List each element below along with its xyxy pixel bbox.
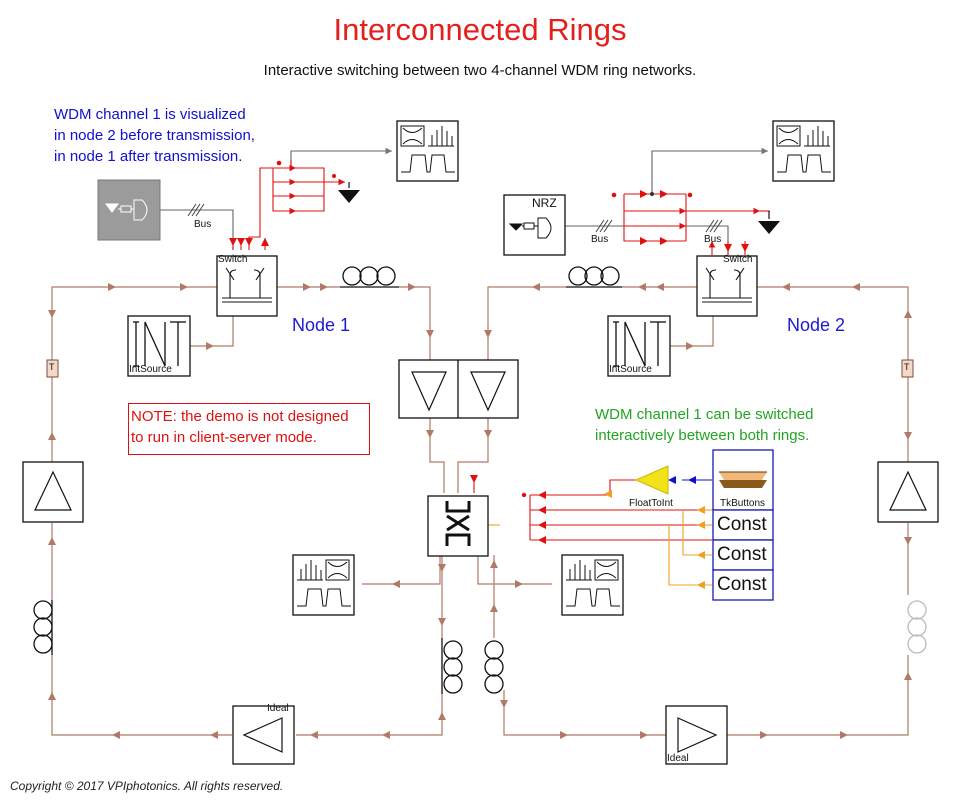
node1-label: Node 1 (292, 315, 351, 335)
copyright-footer: Copyright © 2017 VPIphotonics. All right… (10, 779, 284, 793)
ideal-label-right: Ideal (667, 753, 689, 764)
t-box-right (901, 359, 914, 378)
ground-symbols (338, 182, 780, 234)
note-red-line: to run in client-server mode. (131, 429, 317, 446)
const-label-1[interactable]: Const (717, 514, 767, 535)
const-block-1 (712, 509, 774, 541)
nrz-label: NRZ (532, 196, 557, 210)
spectrum-analyzer-top-left (396, 120, 459, 182)
note-blue-line: in node 1 after transmission. (54, 148, 243, 165)
switch-block-node1 (216, 255, 278, 317)
note-blue-line: in node 2 before transmission, (54, 127, 255, 144)
floattoint-label: FloatToInt (629, 498, 673, 509)
const-label-2[interactable]: Const (717, 544, 767, 565)
fiber-spool-faded (907, 600, 927, 654)
note-red-line: NOTE: the demo is not designed (131, 408, 349, 425)
t-label-left: T (49, 362, 55, 372)
bus-slashes (187, 203, 723, 233)
spectrum-analyzer-bottom-left (292, 554, 355, 616)
transmitter-block-grey (97, 179, 161, 241)
float-to-int-block (634, 465, 669, 495)
oxc-control-arrows (470, 475, 705, 589)
intsource-label-node2: IntSource (609, 364, 652, 375)
note-blue: WDM channel 1 is visualized in node 2 be… (54, 104, 255, 167)
switch-label-node2: Switch (723, 254, 753, 265)
bus-label-node2a: Bus (591, 234, 609, 245)
page-subtitle: Interactive switching between two 4-chan… (263, 62, 697, 79)
const-label-3[interactable]: Const (717, 574, 767, 595)
node2-red-arrows (611, 190, 749, 252)
note-blue-line: WDM channel 1 is visualized (54, 106, 246, 123)
oxc-block (427, 495, 489, 557)
spectrum-analyzer-top-right (772, 120, 835, 182)
node1-red-arrows (229, 160, 336, 246)
tkbuttons-label: TkButtons (720, 498, 766, 509)
ideal-label-left: Ideal (267, 703, 289, 714)
fiber-spools (33, 266, 622, 694)
note-green-line: interactively between both rings. (595, 427, 810, 444)
bus-label-node2b: Bus (704, 234, 722, 245)
t-box-left (46, 359, 59, 378)
const-block-3 (712, 569, 774, 601)
spectrum-analyzer-bottom-right (561, 554, 624, 616)
switch-block-node2 (696, 255, 758, 317)
bus-label-node1: Bus (194, 219, 212, 230)
node1-signal-fanout (232, 160, 345, 250)
fiber-arrowheads (48, 283, 912, 739)
t-label-right: T (904, 362, 910, 372)
switch-label-node1: Switch (218, 254, 248, 265)
note-red: NOTE: the demo is not designed to run in… (128, 403, 370, 455)
page-title: Interconnected Rings (333, 12, 627, 47)
note-green: WDM channel 1 can be switched interactiv… (595, 404, 813, 446)
node2-signal-fanout (623, 193, 770, 255)
intsource-label-node1: IntSource (129, 364, 172, 375)
node2-label: Node 2 (787, 315, 846, 335)
note-green-line: WDM channel 1 can be switched (595, 406, 814, 423)
